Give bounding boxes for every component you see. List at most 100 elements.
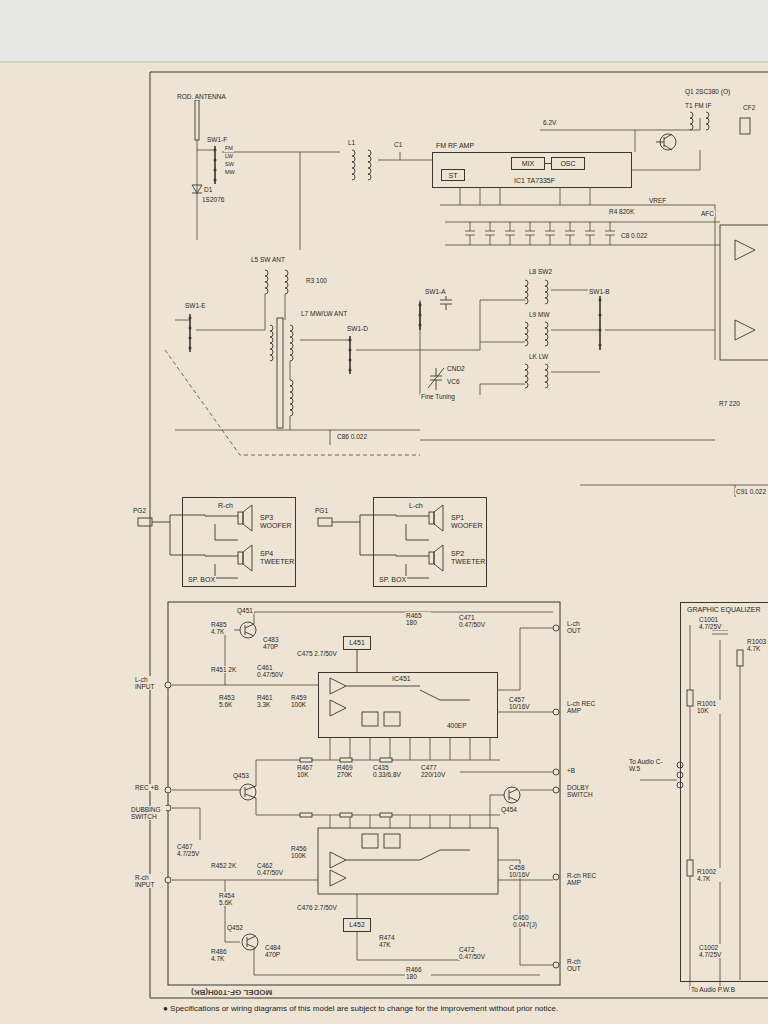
component-symbol	[656, 134, 672, 150]
part-label: R461 3.3K	[256, 694, 282, 708]
node-text: R-ch	[217, 502, 234, 510]
switch-label: SW1-F	[206, 136, 228, 143]
coil-symbol	[706, 112, 709, 130]
part-label: R3 100	[305, 277, 328, 284]
block-heading: FM RF AMP	[435, 142, 475, 150]
signal-name: VREF	[648, 197, 667, 204]
connector-line	[357, 650, 358, 672]
part-label: CND2	[446, 365, 466, 372]
part-label: C475 2.7/50V	[296, 650, 338, 657]
coil-symbol	[545, 280, 548, 304]
node-text: SP1 WOOFER	[450, 514, 484, 529]
part-label: R469 270K	[336, 764, 364, 778]
ic-block	[384, 834, 400, 848]
terminal-point	[553, 787, 559, 793]
transistor-symbol	[240, 784, 256, 800]
switch-contact	[419, 324, 422, 327]
part-label: R459 100K	[290, 694, 318, 708]
coil-box: L451	[343, 636, 371, 650]
switch-position: FM	[224, 146, 234, 152]
signal-name: AFC	[700, 210, 715, 217]
part-label: C8 0.022	[620, 232, 648, 239]
part-label: C477 220/10V	[420, 764, 456, 778]
part-label: C483 470P	[262, 636, 288, 650]
switch-contact	[349, 369, 352, 372]
part-label: 1S2076	[201, 196, 225, 203]
frame-line	[168, 602, 560, 985]
node-text: SP4 TWEETER	[259, 550, 293, 565]
part-label: L7 MW/LW ANT	[300, 310, 348, 317]
coil-symbol	[265, 270, 268, 294]
coil-symbol	[545, 364, 548, 388]
switch-position: LW	[224, 154, 234, 160]
terminal-point	[165, 787, 171, 793]
part-label: R456 100K	[290, 845, 316, 859]
switch-contact	[349, 339, 352, 342]
switch-contact	[214, 169, 217, 172]
part-label: Q451	[236, 607, 254, 614]
terminal-label: DUBBING SWITCH	[130, 806, 166, 820]
terminal-point	[165, 625, 683, 968]
coil-symbol	[690, 112, 693, 130]
part-label: L8 SW2	[528, 268, 553, 275]
part-label: C458 10/16V	[508, 864, 544, 878]
terminal-point	[553, 874, 559, 880]
ic-block: IC451	[318, 672, 498, 738]
part-label: R453 5.6K	[218, 694, 244, 708]
coil-symbol	[525, 364, 528, 388]
node-text: SP3 WOOFER	[259, 514, 293, 529]
ic-name: IC1 TA7335F	[513, 177, 556, 185]
switch-position: MW	[224, 170, 236, 176]
switch-contact	[599, 299, 602, 302]
part-label: C472 0.47/50V	[458, 946, 494, 960]
function-block: ST	[441, 169, 465, 181]
transistor-symbol	[247, 936, 256, 948]
part-label: Q454	[500, 806, 518, 813]
coil-symbol	[525, 280, 528, 304]
terminal-point	[553, 769, 559, 775]
frame-line	[150, 72, 768, 998]
speaker-symbol	[243, 545, 252, 571]
speaker-symbol	[152, 515, 238, 578]
speaker-symbol	[332, 515, 429, 578]
resistor-symbol	[380, 813, 392, 817]
part-label: C467 4.7/25V	[176, 843, 212, 857]
ic-block	[330, 700, 346, 716]
ic-name: IC451	[391, 675, 412, 683]
coil-symbol	[277, 318, 283, 428]
ic-block	[384, 712, 400, 726]
part-label: R454 5.6K	[218, 892, 244, 906]
panel-heading: GRAPHIC EQUALIZER	[686, 606, 762, 614]
resistor-symbol	[340, 813, 352, 817]
part-label: Q452	[226, 924, 244, 931]
part-label: C86 0.022	[336, 433, 368, 440]
ic-block	[330, 678, 346, 694]
speaker-symbol	[138, 505, 443, 578]
terminal-label: L-ch INPUT	[134, 676, 164, 690]
component-symbol	[740, 118, 750, 134]
coil-box: L452	[343, 918, 371, 932]
terminal-point	[553, 962, 559, 968]
resistor-symbol	[687, 860, 693, 876]
terminal-label: R-ch INPUT	[134, 874, 164, 888]
node-text: SP2 TWEETER	[450, 550, 484, 565]
wire	[172, 612, 740, 990]
ic-block	[346, 850, 470, 860]
speaker-symbol	[238, 552, 243, 564]
speaker-symbol	[238, 512, 243, 524]
node-text: SP. BOX	[378, 576, 407, 584]
part-label: LK LW	[528, 353, 549, 360]
part-label: D1	[203, 186, 213, 193]
switch-contact	[189, 347, 192, 350]
part-label: R467 10K	[296, 764, 322, 778]
part-label: T1 FM IF	[684, 102, 712, 109]
terminal-point	[553, 625, 559, 631]
transistor-symbol	[245, 624, 254, 636]
resistor-symbol	[300, 758, 312, 762]
part-label: C476 2.7/50V	[296, 904, 338, 911]
connector-line	[357, 650, 358, 672]
ic-block: FM RF AMPIC1 TA7335FMIXOSCST	[432, 152, 632, 188]
coil-symbol	[270, 325, 273, 361]
switch-contact	[189, 337, 192, 340]
